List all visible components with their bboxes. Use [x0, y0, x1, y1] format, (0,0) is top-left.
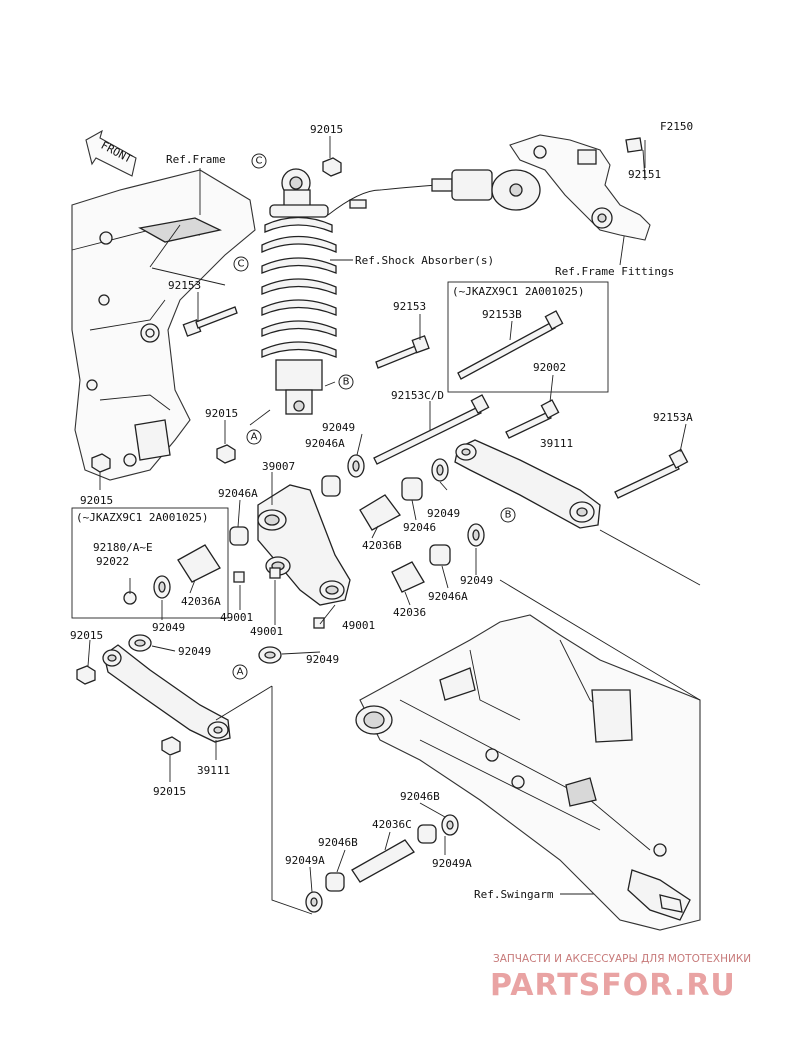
part-label: 92046B: [400, 790, 440, 803]
nuts: [76, 157, 342, 756]
part-label: 92015: [70, 629, 103, 642]
part-label: 39111: [197, 764, 230, 777]
part-label: 92015: [153, 785, 186, 798]
shock-absorber: [261, 168, 441, 415]
part-label: 42036B: [362, 539, 402, 552]
svg-text:B: B: [505, 510, 512, 521]
part-labels: 92015 92151 92153 92153 92153B 92002 921…: [70, 123, 693, 870]
front-arrow: FRONT: [85, 129, 137, 177]
part-label: 92049: [152, 621, 185, 634]
part-label: 42036C: [372, 818, 412, 831]
part-label: 92049: [178, 645, 211, 658]
part-label: 92049A: [432, 857, 472, 870]
svg-text:C: C: [256, 156, 263, 167]
part-label: 92153: [393, 300, 426, 313]
watermark-logo: PARTSFOR.RU: [490, 968, 736, 1003]
svg-text:B: B: [343, 377, 350, 388]
part-label: 92049A: [285, 854, 325, 867]
part-label: 92046: [403, 521, 436, 534]
svg-text:A: A: [237, 667, 244, 678]
swingarm-drawing: [355, 614, 701, 931]
part-label: 92046A: [428, 590, 468, 603]
part-label: 92046B: [318, 836, 358, 849]
bolts: [182, 306, 689, 499]
figure-code: F2150: [660, 120, 693, 133]
frame-fittings-bracket: [509, 134, 651, 241]
ref-frame-label: Ref.Frame: [166, 153, 226, 166]
callout-c-frame: C: [233, 256, 249, 272]
leader-lines: [87, 136, 701, 915]
part-label: 49001: [250, 625, 283, 638]
serial-note-left: (~JKAZX9C1 2A001025): [71, 507, 229, 619]
tie-rod-39111-top: [454, 439, 601, 529]
part-label: 92049: [322, 421, 355, 434]
part-label: 49001: [220, 611, 253, 624]
svg-text:A: A: [251, 432, 258, 443]
part-label: 92153A: [653, 411, 693, 424]
part-label: 42036: [393, 606, 426, 619]
rocker-arm-39007: [257, 484, 351, 606]
part-label: 92015: [205, 407, 238, 420]
serial-note-left-text: (~JKAZX9C1 2A001025): [76, 511, 208, 524]
part-label: 92151: [628, 168, 661, 181]
part-label: 92022: [96, 555, 129, 568]
callout-a-shock: A: [246, 429, 262, 445]
serial-note-upper-right: (~JKAZX9C1 2A001025): [452, 285, 584, 298]
part-label: 92049: [306, 653, 339, 666]
watermark-tagline: ЗАПЧАСТИ И АКСЕССУАРЫ ДЛЯ МОТОТЕХНИКИ: [493, 953, 751, 965]
part-label: 39007: [262, 460, 295, 473]
part-label: 92153: [168, 279, 201, 292]
part-label: 92180/A~E: [93, 541, 153, 554]
washers-bearings-sleeves: [123, 454, 485, 913]
ref-shock-absorber-label: Ref.Shock Absorber(s): [355, 254, 494, 267]
svg-text:C: C: [238, 259, 245, 270]
ref-swingarm-label: Ref.Swingarm: [474, 888, 554, 901]
serial-note-right: (~JKAZX9C1 2A001025): [447, 281, 609, 393]
part-label: 92015: [310, 123, 343, 136]
part-label: 42036A: [181, 595, 221, 608]
part-label: 92049: [460, 574, 493, 587]
part-label: 39111: [540, 437, 573, 450]
ref-frame-fittings-label: Ref.Frame Fittings: [555, 265, 674, 278]
part-label: 49001: [342, 619, 375, 632]
part-label: 92015: [80, 494, 113, 507]
part-label: 92153B: [482, 308, 522, 321]
watermark: ЗАПЧАСТИ И АКСЕССУАРЫ ДЛЯ МОТОТЕХНИКИ PA…: [490, 953, 751, 1003]
part-label: 92046A: [305, 437, 345, 450]
shock-reservoir: [431, 169, 541, 211]
callout-a-link: A: [232, 664, 248, 680]
tie-rod-39111-bottom: [102, 644, 231, 743]
part-label: 92049: [427, 507, 460, 520]
part-label: 92153C/D: [391, 389, 444, 402]
part-label: 92002: [533, 361, 566, 374]
frame-drawing: [71, 169, 256, 481]
callout-c-top: C: [251, 153, 267, 169]
callout-b-link: B: [500, 507, 516, 523]
callout-b-shock: B: [338, 374, 354, 390]
part-label: 92046A: [218, 487, 258, 500]
